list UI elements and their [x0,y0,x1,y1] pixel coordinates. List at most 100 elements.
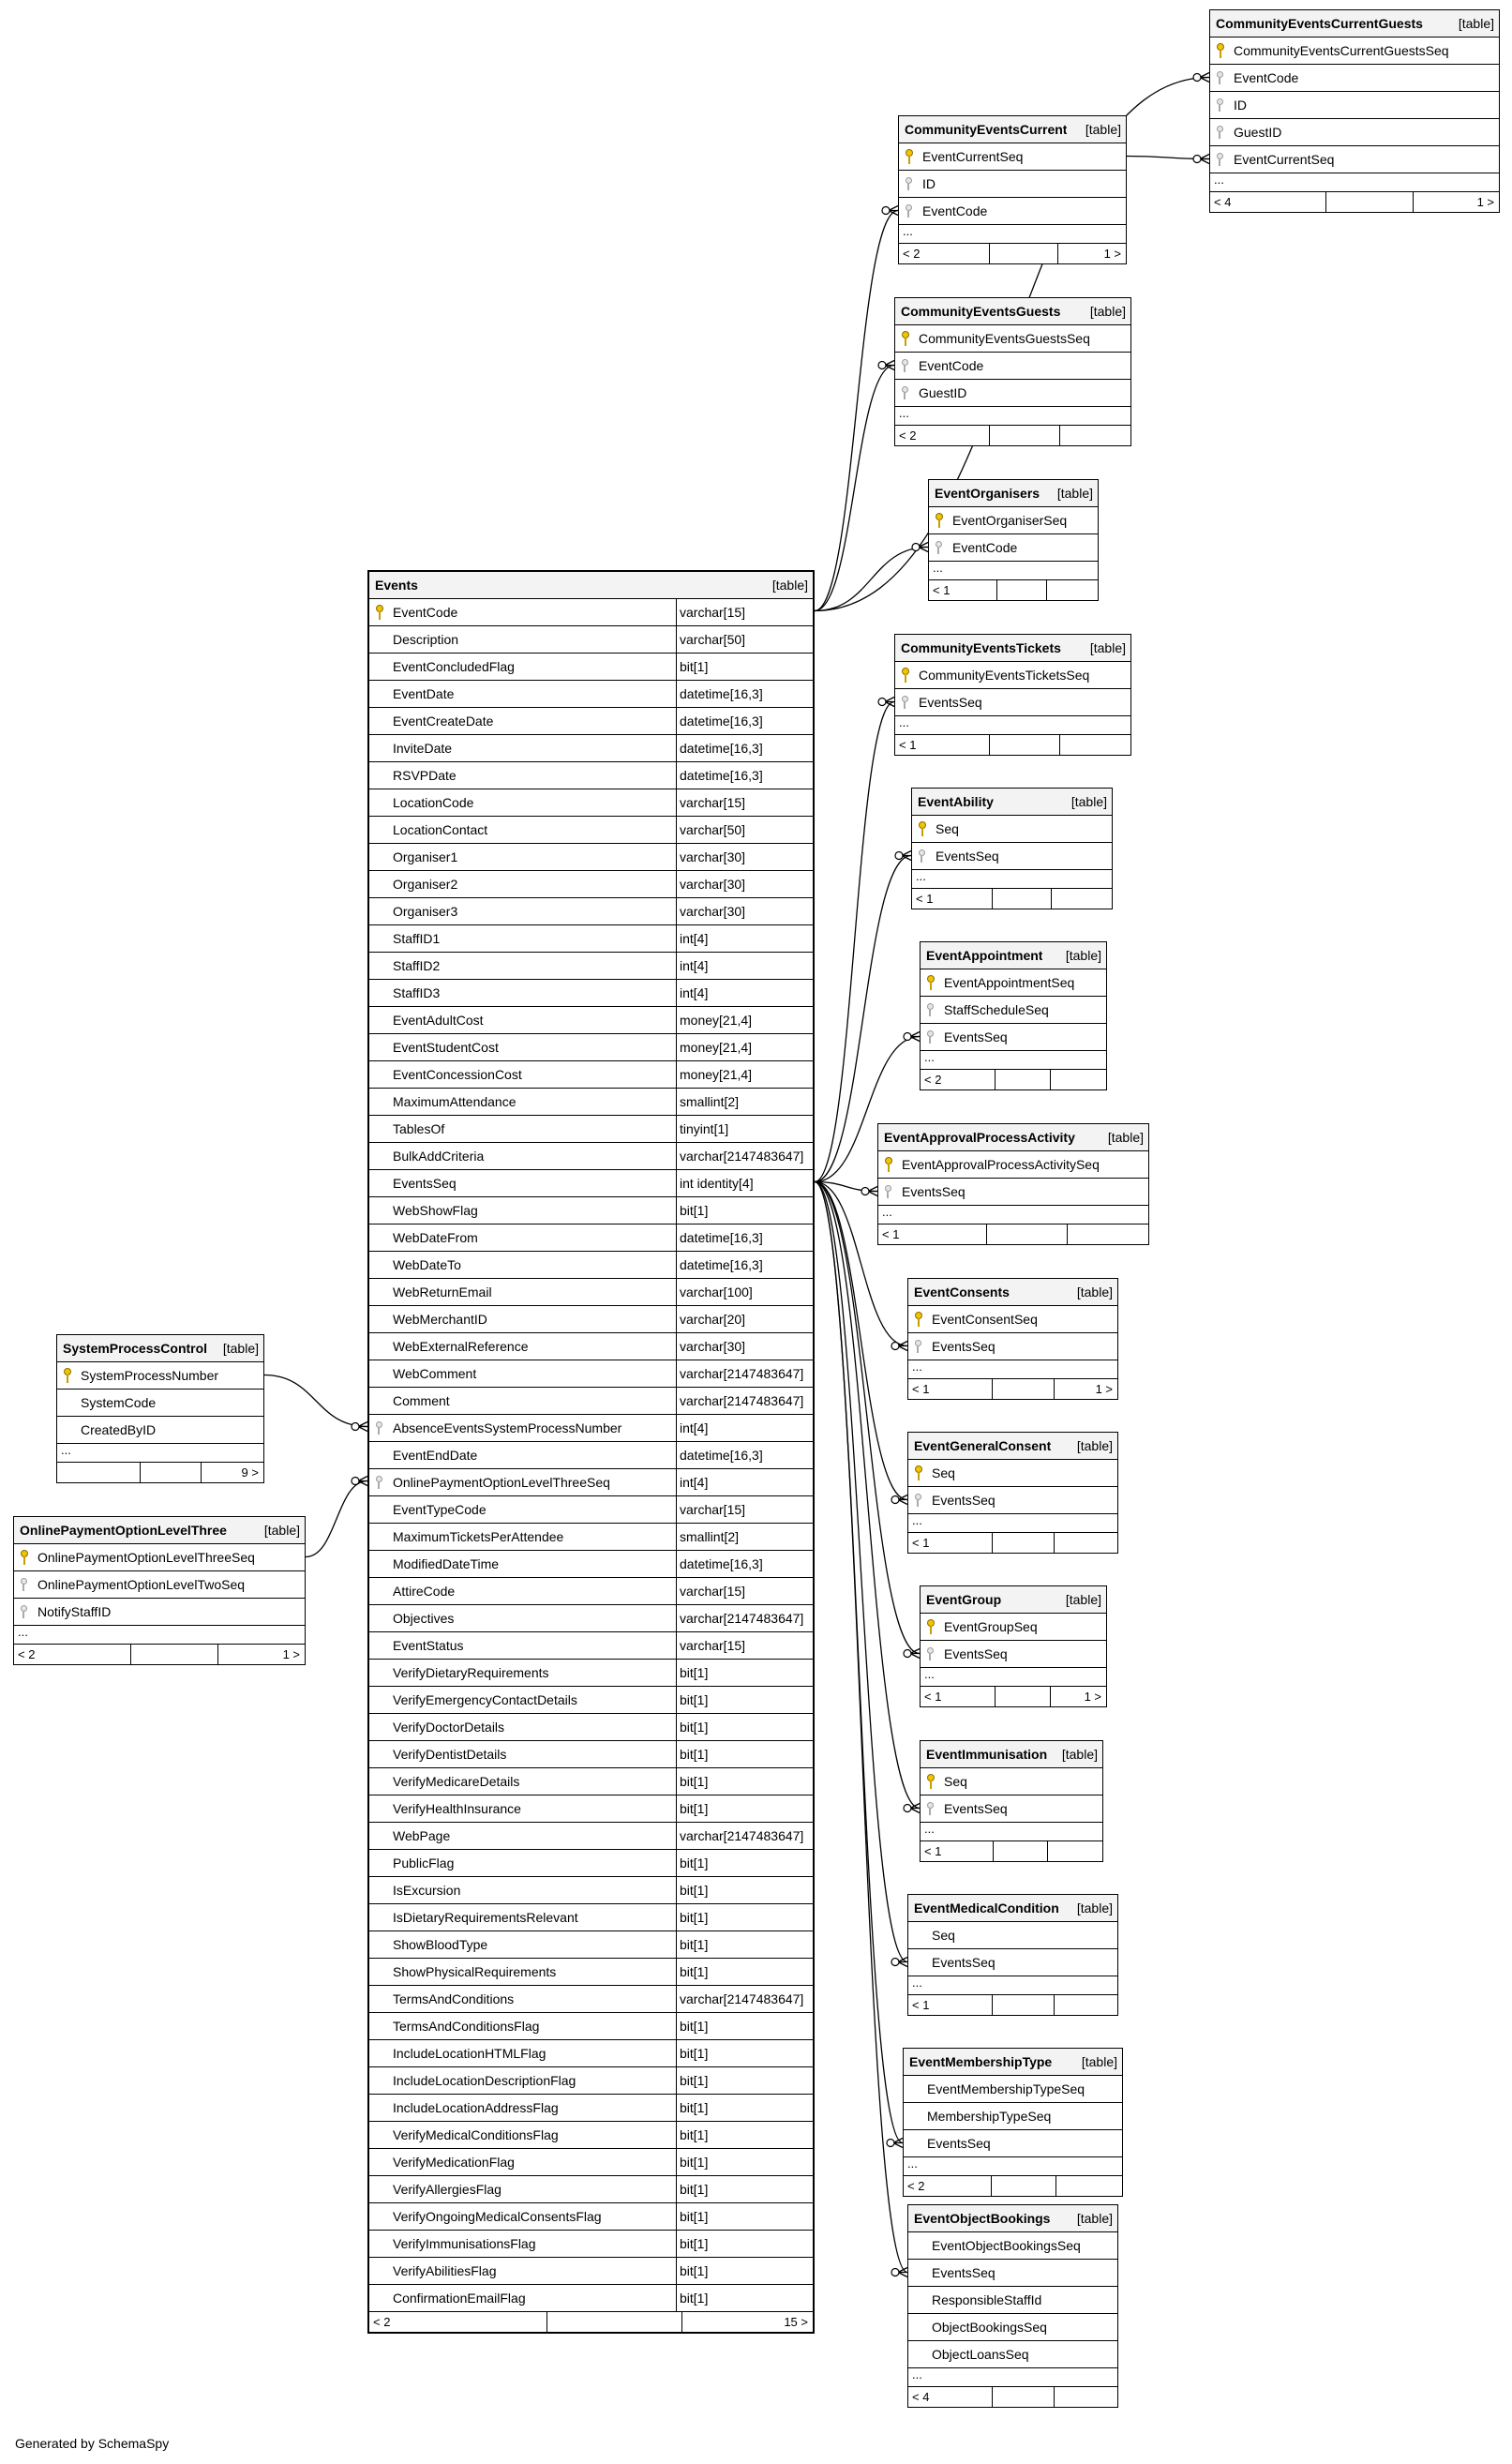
table-name[interactable]: EventMedicalCondition [914,1901,1059,1916]
child-count[interactable] [1060,426,1130,445]
child-count[interactable] [1055,2387,1117,2407]
column-row[interactable]: EventsSeq [908,2260,1117,2287]
column-row[interactable]: EventCurrentSeq [899,143,1126,171]
table-name[interactable]: OnlinePaymentOptionLevelThree [20,1523,227,1538]
table-name[interactable]: EventMembershipType [909,2054,1053,2069]
column-row[interactable]: EventsSeq [908,1487,1117,1514]
child-count[interactable] [1052,889,1112,909]
column-row[interactable]: MembershipTypeSeq [904,2103,1122,2130]
table-community-events-current[interactable]: CommunityEventsCurrent[table]EventCurren… [898,115,1127,264]
parent-count[interactable]: < 1 [908,1533,993,1553]
column-row[interactable]: EventsSeq [878,1179,1148,1206]
column-row[interactable]: OnlinePaymentOptionLevelThreeSeq [14,1544,305,1571]
child-count[interactable] [1068,1224,1148,1244]
column-row[interactable]: EventCode [895,353,1130,380]
column-row[interactable]: SystemCode [57,1390,263,1417]
table-event-approval-process-activity[interactable]: EventApprovalProcessActivity[table]Event… [877,1123,1149,1245]
column-row[interactable]: EventApprovalProcessActivitySeq [878,1151,1148,1179]
table-name[interactable]: CommunityEventsGuests [901,304,1061,319]
column-row[interactable]: EventGroupSeq [921,1614,1106,1641]
column-row[interactable]: StaffScheduleSeq [921,997,1106,1024]
column-row[interactable]: CommunityEventsTicketsSeq [895,662,1130,689]
child-count[interactable] [1048,1841,1102,1861]
table-system-process-control[interactable]: SystemProcessControl[table]SystemProcess… [56,1334,264,1483]
table-name[interactable]: Events [375,578,418,593]
table-name[interactable]: EventGroup [926,1592,1002,1607]
child-count[interactable] [1051,1070,1106,1089]
column-row[interactable]: Seq [912,816,1112,843]
column-row[interactable]: GuestID [895,380,1130,407]
column-row[interactable]: EventsSeq [912,843,1112,870]
child-count[interactable]: 1 > [1476,195,1494,209]
column-row[interactable]: Seq [908,1922,1117,1949]
parent-count[interactable]: < 2 [921,1070,996,1089]
column-row[interactable]: EventsSeq [895,689,1130,716]
table-event-object-bookings[interactable]: EventObjectBookings[table]EventObjectBoo… [907,2204,1118,2408]
parent-count[interactable]: < 1 [895,735,990,755]
column-row[interactable]: EventsSeq [921,1024,1106,1051]
parent-count[interactable]: < 1 [929,580,997,600]
column-row[interactable]: Seq [921,1768,1102,1795]
table-name[interactable]: CommunityEventsTickets [901,640,1061,655]
table-name[interactable]: EventConsents [914,1285,1010,1300]
column-row[interactable]: ResponsibleStaffId [908,2287,1117,2314]
child-count[interactable] [1047,580,1098,600]
column-row[interactable]: SystemProcessNumber [57,1362,263,1390]
column-row[interactable]: EventsSeq [908,1949,1117,1976]
column-row[interactable]: EventOrganiserSeq [929,507,1098,534]
table-community-events-guests[interactable]: CommunityEventsGuests[table]CommunityEve… [894,297,1131,446]
parent-count[interactable]: < 1 [921,1687,996,1706]
column-row[interactable]: OnlinePaymentOptionLevelTwoSeq [14,1571,305,1599]
column-row[interactable]: ID [899,171,1126,198]
child-count[interactable] [1055,1533,1117,1553]
table-name[interactable]: CommunityEventsCurrent [905,122,1068,137]
child-count[interactable]: 9 > [241,1465,259,1480]
column-row[interactable]: CommunityEventsGuestsSeq [895,325,1130,353]
parent-count[interactable]: < 4 [1210,192,1326,212]
column-row[interactable]: EventObjectBookingsSeq [908,2232,1117,2260]
table-name[interactable]: CommunityEventsCurrentGuests [1216,16,1423,31]
column-row[interactable]: EventAppointmentSeq [921,969,1106,997]
table-event-appointment[interactable]: EventAppointment[table]EventAppointmentS… [920,941,1107,1090]
parent-count[interactable]: < 2 [899,244,991,263]
column-row[interactable]: EventCurrentSeq [1210,146,1499,173]
table-name[interactable]: EventImmunisation [926,1747,1048,1762]
column-row[interactable]: CommunityEventsCurrentGuestsSeq [1210,38,1499,65]
column-row[interactable]: GuestID [1210,119,1499,146]
